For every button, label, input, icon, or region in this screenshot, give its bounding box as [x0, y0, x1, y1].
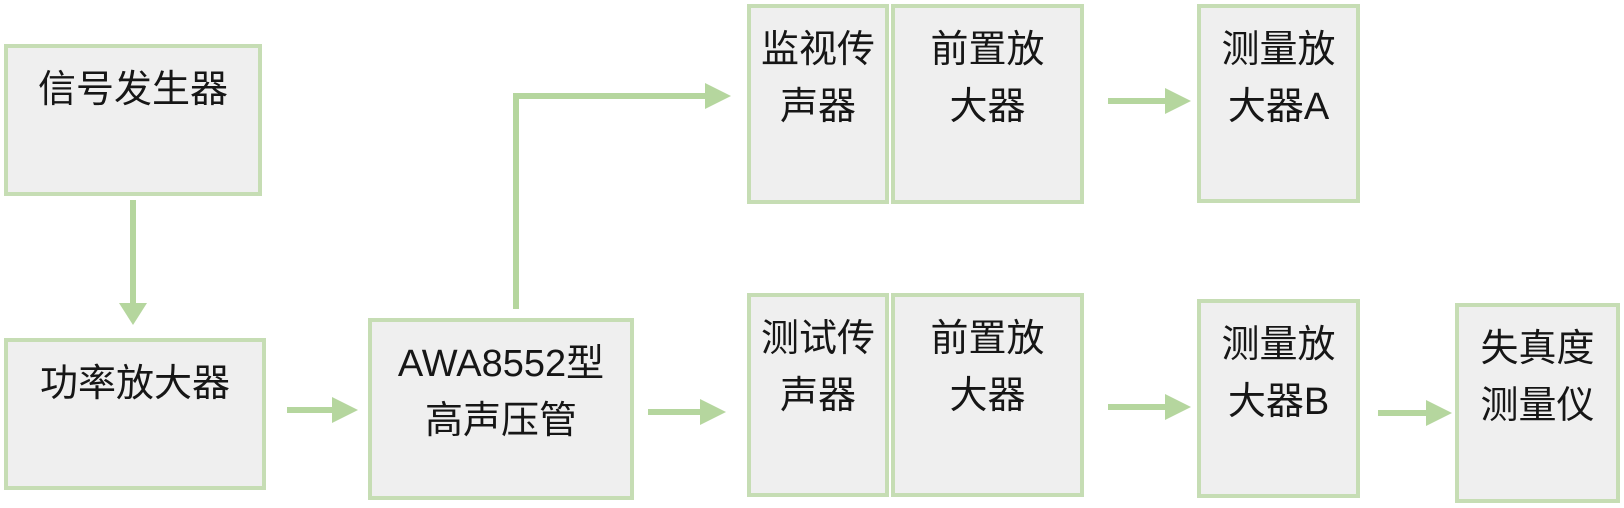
node-preamplifier-top: 前置放大器	[891, 4, 1084, 204]
arrowhead-awa-to-monitor	[705, 83, 731, 109]
node-label-preamplifier-bottom-line1: 前置放	[930, 318, 1045, 360]
node-label-measuring-amplifier-a-line2: 大器A	[1227, 86, 1330, 128]
node-label-preamplifier-bottom-line2: 大器	[949, 375, 1026, 417]
node-label-monitor-microphone-line1: 监视传	[760, 29, 875, 71]
node-distortion-meter: 失真度测量仪	[1455, 303, 1620, 503]
connector-shaft-signal-to-power	[130, 200, 136, 307]
node-measuring-amplifier-b: 测量放大器B	[1197, 299, 1360, 498]
connector-shaft-awa-to-test	[648, 409, 704, 415]
node-label-preamplifier-top-line2: 大器	[949, 86, 1026, 128]
node-measuring-amplifier-a: 测量放大器A	[1197, 4, 1360, 203]
node-label-test-microphone-line2: 声器	[779, 375, 856, 417]
node-power-amplifier: 功率放大器	[4, 338, 266, 490]
arrowhead-meas-b-to-distortion	[1426, 400, 1452, 426]
arrowhead-awa-to-test	[700, 399, 726, 425]
node-label-measuring-amplifier-b-line1: 测量放	[1221, 324, 1336, 366]
connector-shaft-awa-to-monitor-h	[513, 93, 709, 99]
node-label-distortion-meter-line1: 失真度	[1480, 328, 1595, 370]
node-label-awa8552-tube-line2: 高声压管	[424, 400, 577, 442]
connector-shaft-power-to-awa	[287, 407, 336, 413]
connector-shaft-meas-b-to-distortion	[1378, 410, 1430, 416]
node-test-microphone: 测试传声器	[747, 293, 889, 497]
connector-shaft-awa-to-monitor-v	[513, 93, 519, 309]
node-label-signal-generator-line1: 信号发生器	[37, 69, 228, 111]
node-label-measuring-amplifier-a-line1: 测量放	[1221, 29, 1336, 71]
node-signal-generator: 信号发生器	[4, 44, 262, 196]
node-preamplifier-bottom: 前置放大器	[891, 293, 1084, 497]
node-awa8552-tube: AWA8552型高声压管	[368, 318, 634, 500]
arrowhead-preamp-to-meas-a	[1165, 88, 1191, 114]
arrowhead-signal-to-power	[119, 303, 147, 325]
node-label-monitor-microphone-line2: 声器	[779, 86, 856, 128]
arrowhead-preamp-to-meas-b	[1165, 394, 1191, 420]
node-label-power-amplifier-line1: 功率放大器	[39, 363, 230, 405]
node-label-test-microphone-line1: 测试传	[760, 318, 875, 360]
node-label-preamplifier-top-line1: 前置放	[930, 29, 1045, 71]
node-monitor-microphone: 监视传声器	[747, 4, 889, 204]
connector-shaft-preamp-to-meas-b	[1108, 404, 1169, 410]
node-label-awa8552-tube-line1: AWA8552型	[397, 343, 605, 385]
node-label-measuring-amplifier-b-line2: 大器B	[1227, 381, 1330, 423]
connector-shaft-preamp-to-meas-a	[1108, 98, 1169, 104]
node-label-distortion-meter-line2: 测量仪	[1480, 385, 1595, 427]
arrowhead-power-to-awa	[332, 397, 358, 423]
